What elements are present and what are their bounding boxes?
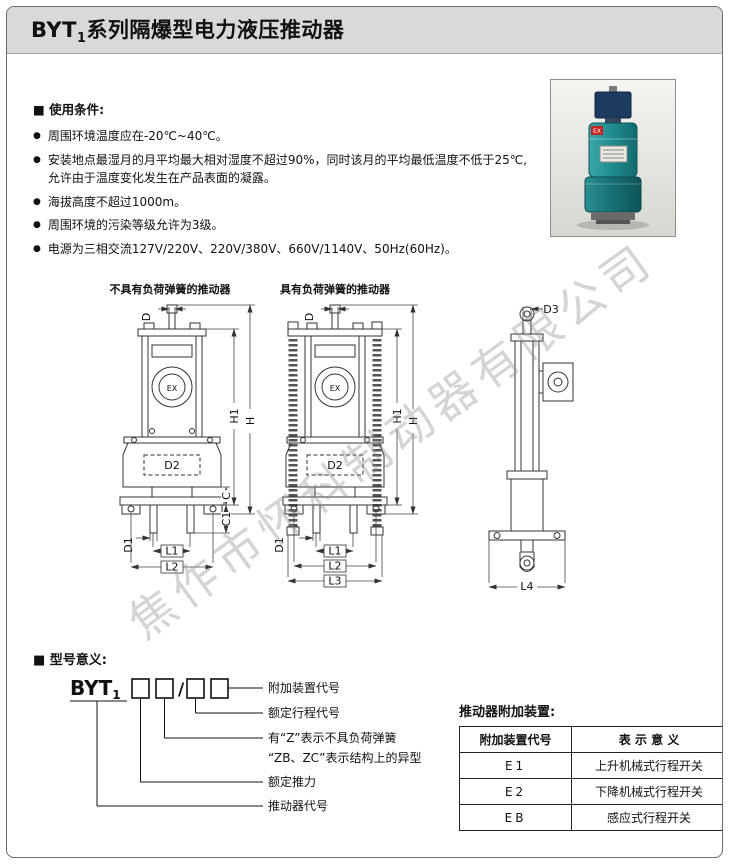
base-plate: [282, 496, 388, 506]
table-row: EB 感应式行程开关: [458, 804, 722, 831]
condition-text: 周围环境的污染等级允许为3级。: [47, 218, 224, 233]
attachment-code: E2: [458, 778, 573, 805]
attachment-meaning: 上升机械式行程开关: [571, 752, 722, 779]
dim-label-l4: L4: [520, 580, 533, 593]
tank-flange: [123, 436, 221, 444]
dim-label-d2: D2: [164, 459, 179, 472]
table-header-row: 附加装置代号 表 示 意 义: [458, 726, 722, 753]
dim-label-l2: L2: [328, 560, 341, 573]
terminal-box: [542, 362, 574, 402]
bottom-eye: [519, 555, 535, 571]
dim-label-c1: C1: [220, 512, 233, 527]
dim-label-l1: L1: [165, 545, 178, 558]
base-plate: [119, 496, 225, 506]
attachment-meaning: 感应式行程开关: [571, 804, 722, 831]
callout-zb-zc-meaning: “ZB、ZC”表示结构上的异型: [268, 750, 422, 765]
ex-badge: [591, 126, 603, 135]
product-photo: EX: [550, 79, 676, 237]
col-header-code: 附加装置代号: [458, 726, 573, 753]
conditions-heading: ■ 使用条件:: [33, 102, 105, 117]
usage-conditions: ■ 使用条件: ● 周围环境温度应在-20℃~40℃。 ● 安装地点最湿月的月平均最…: [33, 99, 538, 264]
motor-boss: [151, 366, 193, 408]
bullet-icon: ●: [33, 220, 41, 231]
dim-label-h: H: [407, 417, 420, 425]
col-header-meaning: 表 示 意 义: [571, 726, 722, 753]
model-prefix-sub: 1: [112, 688, 120, 702]
thruster-photo-illustration: EX: [577, 86, 649, 230]
dim-label-c: C: [220, 492, 233, 500]
dim-label-d1: D1: [122, 537, 135, 552]
model-box-2: [155, 678, 174, 699]
dim-label-d3: D3: [543, 303, 558, 316]
ex-mark: EX: [330, 384, 341, 393]
callout-rated-thrust: 额定推力: [268, 774, 316, 789]
bullet-icon: ●: [33, 131, 41, 141]
page-title-prefix: BYT: [31, 17, 77, 42]
caption-right-drawing: 具有负荷弹簧的推动器: [280, 282, 391, 296]
dim-label-h1: H1: [228, 408, 241, 423]
attachments-panel: 推动器附加装置: 附加装置代号 表 示 意 义 E1 上升机械式行程开关 E2 …: [458, 701, 722, 831]
model-box-4: [210, 678, 229, 699]
model-prefix: BYT1: [70, 676, 121, 702]
page-header: BYT1系列隔爆型电力液压推动器: [7, 7, 722, 54]
dim-label-l1: L1: [328, 545, 341, 558]
thruster-drawing-side-view: D3 L4: [488, 303, 574, 593]
oil-tank: [285, 442, 385, 488]
table-row: E2 下降机械式行程开关: [458, 778, 722, 805]
model-box-3: [186, 678, 205, 699]
page-title: BYT1系列隔爆型电力液压推动器: [31, 14, 344, 46]
technical-drawings: 不具有负荷弹簧的推动器 具有负荷弹簧的推动器: [110, 282, 574, 593]
dim-label-d: D: [303, 313, 316, 321]
list-item: ● 电源为三相交流127V/220V、220V/380V、660V/1140V、5…: [33, 240, 538, 259]
condition-text: 电源为三相交流127V/220V、220V/380V、660V/1140V、50…: [47, 241, 457, 256]
attachments-title: 推动器附加装置:: [459, 705, 556, 720]
dim-label-d1: D1: [273, 537, 286, 552]
page-frame: BYT1系列隔爆型电力液压推动器 ■ 使用条件: ●周围环境温度应在-20℃~4…: [6, 6, 723, 858]
motor-boss: [314, 366, 356, 408]
callout-z-meaning: 有“Z”表示不具负荷弹簧: [268, 730, 396, 745]
model-meaning-heading: ■ 型号意义:: [33, 653, 108, 668]
list-item: ● 海拔高度不超过1000m。: [33, 193, 538, 212]
attachment-code: E1: [458, 752, 573, 779]
ex-badge-label: EX: [593, 128, 601, 135]
list-item: ● 安装地点最湿月的月平均最大相对湿度不超过90%，同时该月的平均最低温度不低于2…: [33, 151, 538, 188]
attachment-meaning: 下降机械式行程开关: [571, 778, 722, 805]
dim-label-l2: L2: [165, 561, 178, 574]
thruster-drawing-with-spring: EX D2 D H1 H: [273, 304, 420, 588]
list-item: ● 周围环境温度应在-20℃~40℃。: [33, 127, 538, 146]
condition-text: 安装地点最湿月的月平均最大相对湿度不超过90%，同时该月的平均最低温度不低于25…: [47, 152, 528, 186]
model-prefix-text: BYT: [70, 676, 113, 700]
dim-label-l3: L3: [328, 575, 341, 588]
dim-label-d: D: [140, 313, 153, 321]
thruster-drawing-no-spring: EX D2 D H1 H: [119, 304, 257, 574]
dim-label-d2: D2: [327, 459, 342, 472]
condition-text: 海拔高度不超过1000m。: [47, 194, 187, 209]
model-box-1: [131, 678, 150, 699]
bullet-icon: ●: [33, 154, 41, 165]
model-slash: /: [178, 680, 185, 700]
callout-stroke-code: 额定行程代号: [268, 705, 340, 720]
page-title-sub: 1: [76, 31, 87, 47]
attachment-code: EB: [458, 804, 573, 831]
callout-thruster-code: 推动器代号: [268, 799, 328, 813]
bullet-icon: ●: [33, 196, 41, 207]
dim-label-h: H: [244, 417, 257, 425]
list-item: ● 周围环境的污染等级允许为3级。: [33, 216, 538, 235]
bullet-icon: ●: [33, 243, 41, 254]
page-title-rest: 系列隔爆型电力液压推动器: [86, 17, 345, 42]
model-number-diagram: BYT1 / 附加装置代号 额定行程代号 有“Z”表示不具负荷弹簧 “ZB、ZC…: [70, 676, 422, 813]
ex-mark: EX: [167, 384, 178, 393]
table-row: E1 上升机械式行程开关: [458, 752, 722, 779]
dim-label-h1: H1: [391, 408, 404, 423]
callout-attachment-code: 附加装置代号: [268, 681, 340, 695]
attachments-table: 附加装置代号 表 示 意 义 E1 上升机械式行程开关 E2 下降机械式行程开关…: [458, 726, 722, 831]
condition-text: 周围环境温度应在-20℃~40℃。: [47, 129, 228, 143]
caption-left-drawing: 不具有负荷弹簧的推动器: [110, 282, 232, 296]
